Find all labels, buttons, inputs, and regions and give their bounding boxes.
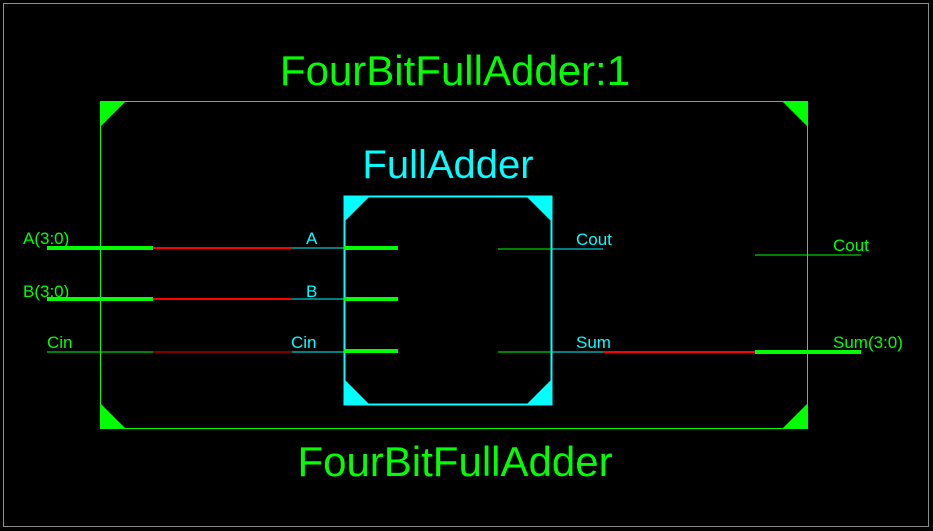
net-cin[interactable] [47, 349, 398, 353]
canvas-frame [3, 3, 929, 527]
outer-module-name: FourBitFullAdder [297, 438, 612, 485]
inner-corner-bottom-left [344, 379, 370, 405]
inner-port-sum-label: Sum [576, 333, 611, 352]
inner-corner-bottom-right [526, 379, 552, 405]
outer-port-sum-label: Sum(3:0) [833, 333, 903, 352]
outer-module[interactable] [100, 101, 808, 429]
inner-corner-top-left [344, 196, 370, 222]
inner-port-a-label: A [306, 229, 318, 248]
inner-module-name: FullAdder [362, 143, 533, 187]
outer-corner-bottom-left [100, 403, 126, 429]
outer-corner-top-left [100, 101, 126, 127]
outer-instance-label: FourBitFullAdder:1 [280, 47, 630, 94]
outer-port-a-label: A(3:0) [23, 229, 69, 248]
outer-port-cout-label: Cout [833, 236, 869, 255]
outer-corner-bottom-right [782, 403, 808, 429]
outer-corner-top-right [782, 101, 808, 127]
inner-corner-top-right [526, 196, 552, 222]
inner-port-cin-label: Cin [291, 333, 317, 352]
inner-module[interactable] [343, 195, 553, 406]
inner-port-b-label: B [306, 282, 317, 301]
inner-port-cout-label: Cout [576, 230, 612, 249]
outer-port-cin-label: Cin [47, 333, 73, 352]
outer-port-b-label: B(3:0) [23, 282, 69, 301]
outer-module-box [100, 101, 808, 429]
